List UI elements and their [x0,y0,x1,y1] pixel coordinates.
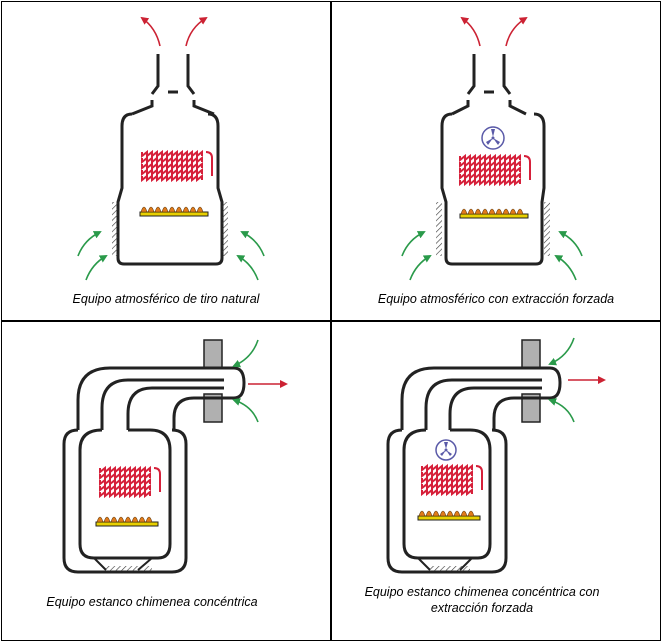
exhaust-arrow-left [140,16,161,47]
heat-exchanger [99,465,161,499]
flue-draft-hood [131,54,215,116]
intake-arrow [401,231,426,257]
intake-arrow [85,255,108,281]
concentric-duct [400,366,562,430]
wall-upper [521,339,541,369]
wall-upper [203,339,223,369]
panel-atmospheric-natural-draft: Equipo atmosférico de tiro natural [1,1,331,321]
panel-sealed-concentric: Equipo estanco chimenea concéntrica [1,321,331,641]
heat-exchanger [421,463,483,497]
air-inlet-right [544,202,550,256]
intake-arrow [77,231,102,257]
atmospheric-forced-extraction-drawing [401,16,583,281]
flue-draft-hood [451,54,527,116]
sealed-concentric-drawing [62,339,288,574]
air-inlet-left [436,202,442,256]
intake-arrow [558,231,583,257]
intake-arrow-top [232,339,259,368]
wall-lower [521,393,541,423]
caption: Equipo estanco chimenea concéntrica con … [364,585,600,615]
exhaust-arrow-right [185,16,208,47]
intake-arrow [240,231,265,257]
air-inlet-right [222,202,228,256]
exhaust-arrow-left [460,16,481,47]
sealed-concentric-forced-drawing [386,337,606,574]
fan-icon [481,126,505,150]
appliance-outer-body [62,428,188,574]
heat-exchanger [141,149,213,183]
panel-atmospheric-forced-extraction: Equipo atmosférico con extracción forzad… [331,1,661,321]
burner [417,510,481,521]
air-inlet-left [112,202,118,256]
wall-lower [203,393,223,423]
intake-arrow [409,255,432,281]
atmospheric-natural-draft-drawing [77,16,265,281]
appliance-inner-body [78,428,172,560]
caption: Equipo atmosférico de tiro natural [72,292,260,306]
base-vent-hatch [106,566,152,571]
burner [139,206,209,217]
heat-exchanger [459,153,531,187]
panel-sealed-concentric-forced-extraction: Equipo estanco chimenea concéntrica con … [331,321,661,641]
intake-arrow-bottom [232,398,259,423]
base-vent-hatch [430,566,470,571]
appliance-inner-body [402,428,492,560]
intake-arrow [236,255,259,281]
appliance-body [440,112,546,266]
appliance-outer-body [386,428,508,574]
burner [95,516,159,527]
intake-arrow-bottom [548,398,575,423]
fan-icon [435,439,457,461]
caption: Equipo estanco chimenea concéntrica [46,595,258,609]
intake-arrow-top [548,337,575,366]
concentric-duct [76,366,246,430]
intake-arrow [554,255,577,281]
burner [459,208,529,219]
caption: Equipo atmosférico con extracción forzad… [377,292,615,306]
appliance-body [116,112,224,266]
exhaust-arrow-right [505,16,528,47]
